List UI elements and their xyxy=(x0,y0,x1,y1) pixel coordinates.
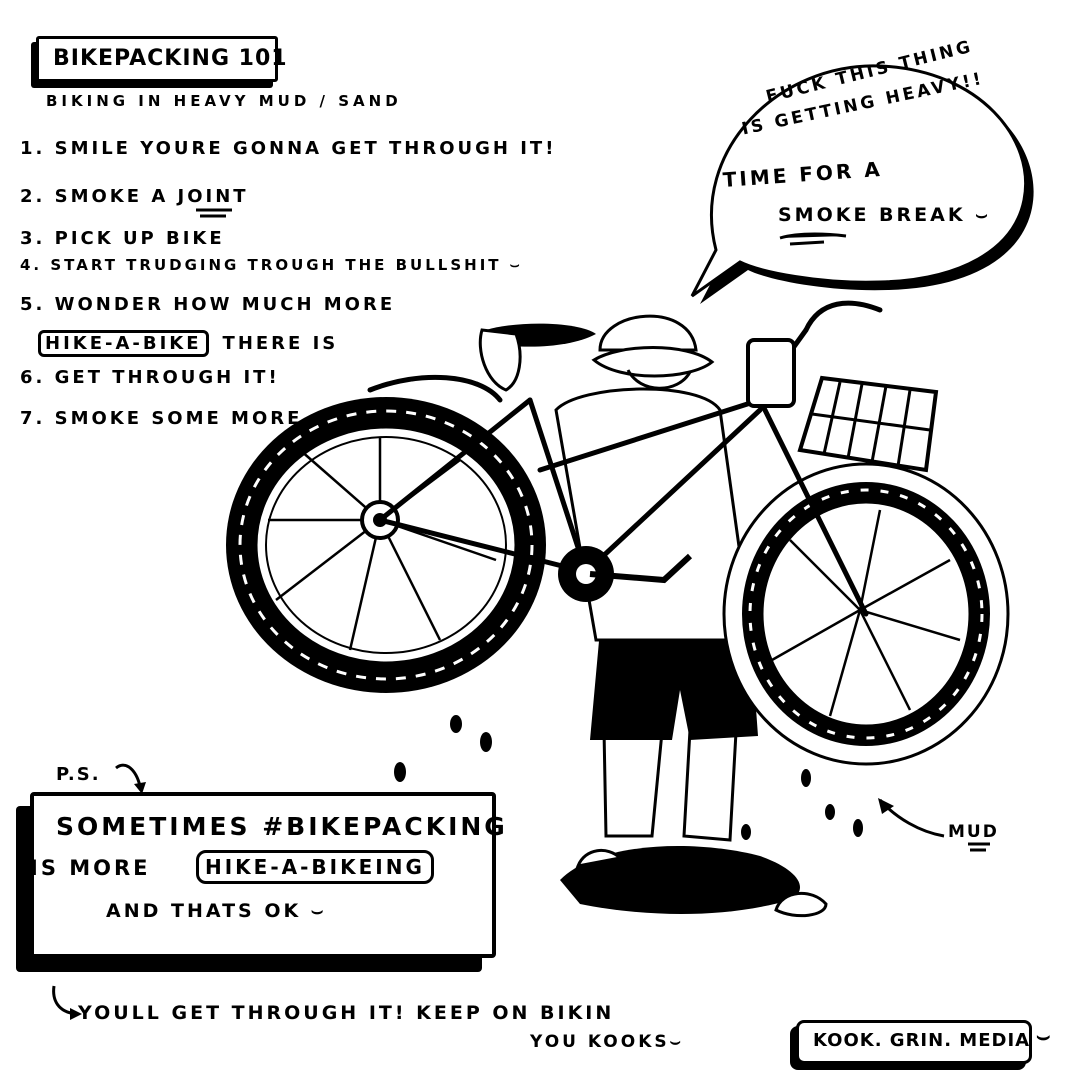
rock xyxy=(575,849,624,868)
rock xyxy=(774,891,828,918)
step-4-text: 4. START TRUDGING TROUGH THE BULLSHIT xyxy=(20,256,502,274)
step-5-rest: THERE IS xyxy=(222,333,339,354)
page-subtitle: BIKING IN HEAVY MUD / SAND xyxy=(46,92,402,110)
step-5-continued: HIKE-A-BIKE THERE IS xyxy=(38,330,338,357)
smiley-icon: ⌣ xyxy=(669,1032,684,1052)
footer-line-2: YOU KOOKS⌣ xyxy=(530,1032,684,1052)
smiley-icon: ⌣ xyxy=(310,900,327,922)
ps-line-3-text: AND THATS OK xyxy=(106,900,302,922)
speech-bubble-shape xyxy=(690,64,1034,304)
page-title: BIKEPACKING 101 xyxy=(53,46,288,71)
mud-label: MUD xyxy=(948,822,999,842)
ps-box xyxy=(30,792,496,958)
brand-box: KOOK. GRIN. MEDIA xyxy=(796,1020,1032,1064)
smiley-icon: ⌣ xyxy=(1036,1024,1054,1049)
underline xyxy=(196,208,232,218)
rear-wheel xyxy=(226,397,546,693)
bubble-line-4-text: SMOKE BREAK xyxy=(778,204,966,226)
ps-line-1: SOMETIMES #BIKEPACKING xyxy=(56,812,508,841)
step-2: 2. SMOKE A JOINT xyxy=(20,186,249,207)
step-7: 7. SMOKE SOME MORE xyxy=(20,408,303,429)
mud-drips xyxy=(394,715,863,840)
ps-line-2-start: IS MORE xyxy=(30,856,151,880)
hike-a-bike-box: HIKE-A-BIKE xyxy=(38,330,209,357)
step-6: 6. GET THROUGH IT! xyxy=(20,367,280,388)
person xyxy=(554,314,758,842)
ps-label: P.S. xyxy=(56,764,101,785)
underline xyxy=(968,842,990,852)
footer-line-1: YOULL GET THROUGH IT! KEEP ON BIKIN xyxy=(78,1002,615,1024)
title-box: BIKEPACKING 101 xyxy=(36,36,287,82)
brand-name: KOOK. GRIN. MEDIA xyxy=(813,1030,1031,1051)
step-1: 1. SMILE YOURE GONNA GET THROUGH IT! xyxy=(20,138,557,159)
bike-frame xyxy=(367,300,883,617)
ground-mound xyxy=(560,846,800,914)
step-5: 5. WONDER HOW MUCH MORE xyxy=(20,294,396,315)
smiley-icon: ⌣ xyxy=(509,256,523,274)
ps-line-3: AND THATS OK ⌣ xyxy=(106,900,326,922)
step-4: 4. START TRUDGING TROUGH THE BULLSHIT ⌣ xyxy=(20,256,523,274)
front-basket xyxy=(797,375,939,473)
underline xyxy=(779,232,847,246)
smiley-icon: ⌣ xyxy=(975,204,991,226)
step-3: 3. PICK UP BIKE xyxy=(20,228,225,249)
hike-a-bikeing-box: HIKE-A-BIKEING xyxy=(196,850,434,884)
hand xyxy=(478,328,522,392)
handlebar-bag xyxy=(746,338,796,408)
bubble-line-4: SMOKE BREAK ⌣ xyxy=(778,204,991,226)
ps-arrow xyxy=(115,763,142,787)
footer-line-2-text: YOU KOOKS xyxy=(530,1032,670,1052)
